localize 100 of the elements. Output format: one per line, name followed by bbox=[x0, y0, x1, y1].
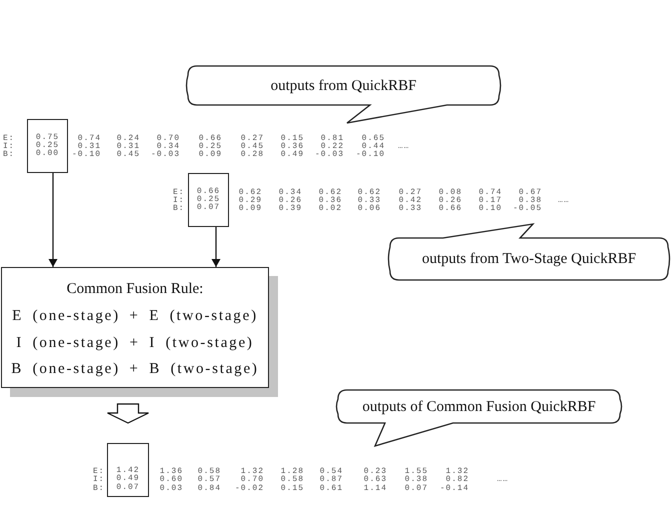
highlight-box bbox=[107, 443, 149, 497]
score-value: 0.62 bbox=[238, 188, 262, 196]
row-label: E: bbox=[173, 188, 185, 196]
score-value: 0.44 bbox=[362, 142, 385, 150]
score-value: 0.09 bbox=[198, 150, 222, 158]
score-value: 0.65 bbox=[362, 134, 385, 142]
speech-bubble bbox=[388, 222, 672, 283]
score-value: 0.54 bbox=[320, 466, 343, 476]
score-value: 1.28 bbox=[280, 466, 304, 476]
score-value: 0.28 bbox=[240, 150, 264, 158]
arrow bbox=[212, 227, 220, 267]
score-value: 0.74 bbox=[78, 134, 101, 142]
score-value: 0.70 bbox=[240, 474, 264, 484]
score-value: 0.36 bbox=[318, 196, 342, 204]
score-value: 0.15 bbox=[280, 484, 304, 492]
score-value: 0.75 bbox=[36, 133, 60, 142]
score-value: 0.29 bbox=[238, 196, 262, 204]
score-value: 0.49 bbox=[116, 474, 140, 484]
score-value: 0.66 bbox=[198, 134, 222, 142]
arrow bbox=[48, 173, 58, 267]
score-value: 0.57 bbox=[198, 474, 221, 484]
score-value: 0.26 bbox=[438, 196, 462, 204]
score-value: 0.60 bbox=[160, 474, 183, 484]
score-value: 0.81 bbox=[320, 134, 344, 142]
score-value: 0.45 bbox=[116, 150, 140, 158]
ellipsis: …… bbox=[497, 474, 509, 484]
speech-bubble bbox=[186, 64, 502, 126]
formula-line: E (one-stage) + E (two-stage) bbox=[12, 307, 258, 326]
score-value: 0.03 bbox=[160, 484, 183, 492]
ellipsis: …… bbox=[398, 142, 410, 150]
score-value: 0.39 bbox=[278, 204, 302, 212]
score-value: 0.07 bbox=[196, 203, 220, 212]
score-value: 0.62 bbox=[358, 188, 381, 196]
score-value: 1.32 bbox=[446, 466, 469, 476]
score-value: 0.58 bbox=[198, 466, 221, 476]
score-value: 0.82 bbox=[446, 474, 469, 484]
score-value: 0.27 bbox=[398, 188, 422, 196]
score-value: 0.62 bbox=[318, 188, 342, 196]
highlight-box bbox=[27, 119, 68, 173]
score-value: 0.66 bbox=[438, 204, 462, 212]
row-label: I: bbox=[93, 474, 105, 484]
score-value: 0.26 bbox=[278, 196, 302, 204]
score-value: 0.09 bbox=[238, 204, 262, 212]
row-label: E: bbox=[93, 466, 105, 476]
score-value: 0.25 bbox=[198, 142, 222, 150]
score-value: 0.07 bbox=[116, 483, 140, 492]
score-value: 0.84 bbox=[198, 484, 221, 492]
highlight-box bbox=[188, 173, 229, 227]
score-value: 0.31 bbox=[116, 142, 140, 150]
score-value: 0.31 bbox=[78, 142, 101, 150]
row-label: B: bbox=[173, 204, 185, 212]
score-value: 1.55 bbox=[404, 466, 428, 476]
score-value: 0.25 bbox=[36, 141, 60, 150]
score-value: 0.00 bbox=[36, 149, 60, 158]
score-value: 0.42 bbox=[398, 196, 422, 204]
score-value: 0.33 bbox=[398, 204, 422, 212]
score-value: -0.10 bbox=[356, 150, 385, 158]
score-value: 0.07 bbox=[404, 484, 428, 492]
score-value: 0.06 bbox=[358, 204, 381, 212]
score-value: -0.10 bbox=[72, 150, 101, 158]
callout-text: outputs from QuickRBF bbox=[270, 76, 416, 94]
score-value: 0.08 bbox=[438, 188, 462, 196]
score-value: 0.24 bbox=[116, 134, 140, 142]
score-value: 1.42 bbox=[116, 466, 140, 476]
score-value: 0.66 bbox=[196, 187, 220, 196]
row-label: I: bbox=[173, 196, 185, 204]
score-value: 0.87 bbox=[320, 474, 343, 484]
score-value: 0.38 bbox=[518, 196, 542, 204]
score-value: 0.38 bbox=[404, 474, 428, 484]
score-value: 1.32 bbox=[240, 466, 264, 476]
score-value: -0.03 bbox=[314, 150, 344, 158]
row-label: B: bbox=[93, 484, 105, 492]
score-value: -0.14 bbox=[440, 484, 469, 492]
row-label: I: bbox=[3, 142, 15, 150]
speech-bubble bbox=[336, 388, 624, 448]
block-arrow bbox=[106, 403, 150, 424]
row-label: B: bbox=[3, 150, 15, 158]
rule-heading: Common Fusion Rule: bbox=[66, 280, 204, 299]
callout-text: outputs from Two-Stage QuickRBF bbox=[422, 250, 636, 268]
row-label: E: bbox=[3, 134, 15, 142]
ellipsis: …… bbox=[558, 196, 570, 204]
score-value: 1.14 bbox=[364, 484, 387, 492]
score-value: 0.33 bbox=[358, 196, 381, 204]
score-value: 0.34 bbox=[156, 142, 180, 150]
score-value: 1.36 bbox=[160, 466, 183, 476]
score-value: 0.34 bbox=[278, 188, 302, 196]
score-value: 0.70 bbox=[156, 134, 180, 142]
score-value: 0.25 bbox=[196, 195, 220, 204]
score-value: 0.15 bbox=[280, 134, 304, 142]
score-value: 0.74 bbox=[478, 188, 502, 196]
formula-line: I (one-stage) + I (two-stage) bbox=[16, 334, 254, 352]
score-value: 0.27 bbox=[240, 134, 264, 142]
score-value: 0.67 bbox=[518, 188, 542, 196]
score-value: 0.02 bbox=[318, 204, 342, 212]
callout-text: outputs of Common Fusion QuickRBF bbox=[362, 398, 596, 416]
formula-line: B (one-stage) + B (two-stage) bbox=[11, 360, 259, 379]
score-value: 0.49 bbox=[280, 150, 304, 158]
score-value: 0.63 bbox=[364, 474, 387, 484]
score-value: 0.17 bbox=[478, 196, 502, 204]
score-value: 0.45 bbox=[240, 142, 264, 150]
